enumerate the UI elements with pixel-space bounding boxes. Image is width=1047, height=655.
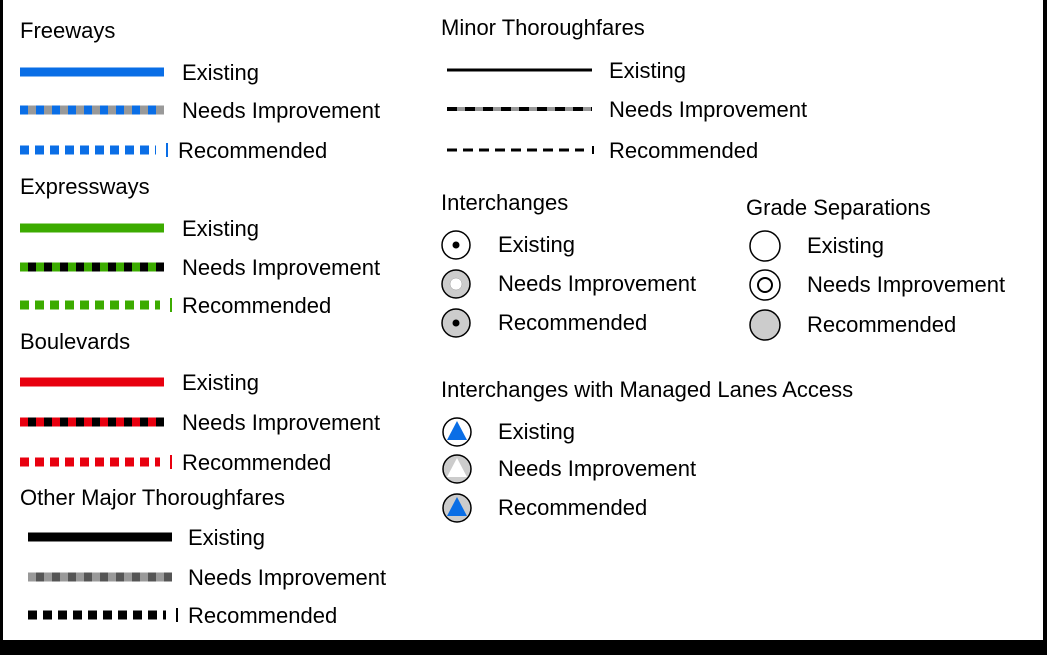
interchange-needs-label: Needs Improvement (498, 271, 696, 296)
blue-triangle-circle-icon (442, 417, 472, 447)
white-triangle-gray-circle-icon (442, 454, 472, 484)
minor-title: Minor Thoroughfares (441, 15, 645, 40)
managed-lanes-group: Interchanges with Managed Lanes Access E… (441, 377, 853, 523)
grade-separations-group: Grade Separations Existing Needs Improve… (746, 195, 1005, 341)
grade-recommended-label: Recommended (807, 312, 956, 337)
boulevard-recommended-label: Recommended (182, 450, 331, 475)
interchange-recommended-label: Recommended (498, 310, 647, 335)
blue-triangle-gray-circle-icon (442, 493, 472, 523)
other-major-recommended-symbol (28, 608, 178, 622)
managed-needs-label: Needs Improvement (498, 456, 696, 481)
expressway-existing-label: Existing (182, 216, 259, 241)
freeways-group: Freeways Existing Needs Improvement Reco… (20, 18, 380, 163)
other-major-recommended-label: Recommended (188, 603, 337, 628)
gray-circle-icon (749, 309, 781, 341)
other-major-existing-label: Existing (188, 525, 265, 550)
managed-existing-label: Existing (498, 419, 575, 444)
freeway-existing-label: Existing (182, 60, 259, 85)
other-major-group: Other Major Thoroughfares Existing Needs… (20, 485, 386, 628)
managed-lanes-title: Interchanges with Managed Lanes Access (441, 377, 853, 402)
boulevard-recommended-symbol (20, 455, 172, 469)
grade-existing-label: Existing (807, 233, 884, 258)
minor-recommended-symbol (447, 146, 594, 154)
expressway-needs-label: Needs Improvement (182, 255, 380, 280)
minor-needs-label: Needs Improvement (609, 97, 807, 122)
boulevard-existing-label: Existing (182, 370, 259, 395)
expressway-recommended-label: Recommended (182, 293, 331, 318)
circle-dot-icon (441, 230, 471, 260)
interchanges-title: Interchanges (441, 190, 568, 215)
minor-existing-label: Existing (609, 58, 686, 83)
freeways-title: Freeways (20, 18, 115, 43)
minor-recommended-label: Recommended (609, 138, 758, 163)
expressways-group: Expressways Existing Needs Improvement R… (20, 174, 380, 318)
other-major-needs-label: Needs Improvement (188, 565, 386, 590)
freeway-recommended-label: Recommended (178, 138, 327, 163)
expressways-title: Expressways (20, 174, 150, 199)
boulevards-title: Boulevards (20, 329, 130, 354)
boulevards-group: Boulevards Existing Needs Improvement Re… (20, 329, 380, 475)
freeway-recommended-symbol (20, 143, 168, 157)
grade-needs-label: Needs Improvement (807, 272, 1005, 297)
double-ring-icon (749, 269, 781, 301)
minor-group: Minor Thoroughfares Existing Needs Impro… (441, 15, 807, 163)
managed-recommended-label: Recommended (498, 495, 647, 520)
interchanges-group: Interchanges Existing Needs Improvement … (441, 190, 696, 338)
freeway-needs-label: Needs Improvement (182, 98, 380, 123)
other-major-title: Other Major Thoroughfares (20, 485, 285, 510)
gray-circle-dot-icon (441, 308, 471, 338)
empty-circle-icon (749, 230, 781, 262)
expressway-recommended-symbol (20, 298, 172, 312)
grade-separations-title: Grade Separations (746, 195, 931, 220)
boulevard-needs-label: Needs Improvement (182, 410, 380, 435)
interchange-existing-label: Existing (498, 232, 575, 257)
gray-ring-icon (441, 269, 471, 299)
